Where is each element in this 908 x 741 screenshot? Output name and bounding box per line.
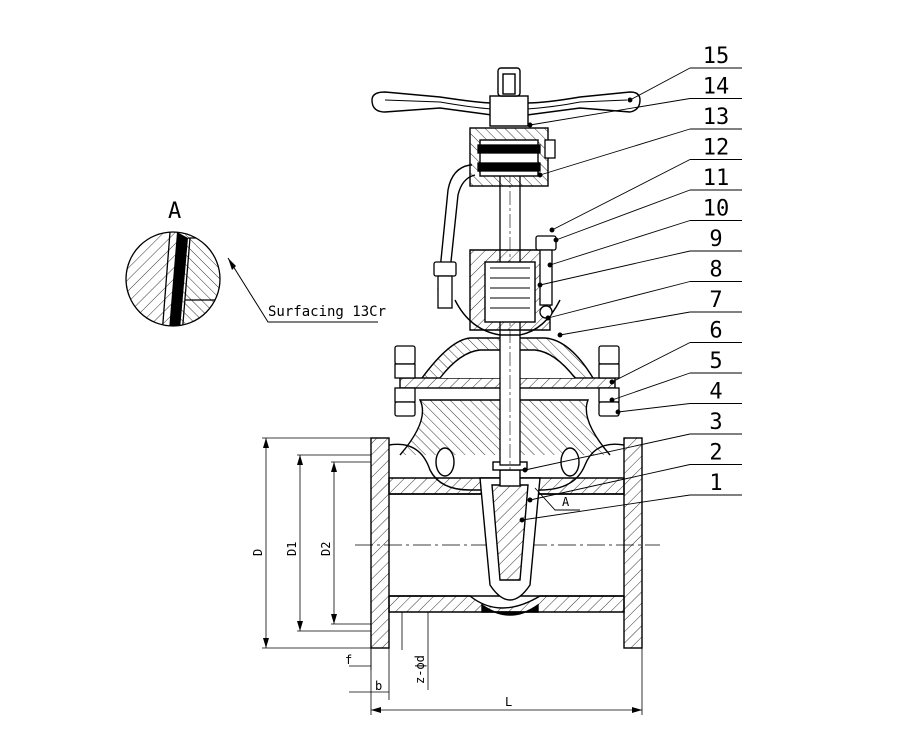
callout-leader-8 — [547, 281, 691, 319]
callout-labels: 15 14 13 12 11 10 9 8 7 6 5 4 3 2 1 — [703, 44, 730, 496]
callout-dot-1 — [519, 517, 525, 523]
callout-label-13: 13 — [703, 105, 730, 130]
svg-text:A: A — [562, 495, 570, 509]
detail-title: A — [168, 199, 181, 224]
callout-dot-13 — [537, 172, 543, 178]
callout-dot-11 — [553, 237, 559, 243]
callout-leader-13 — [539, 128, 691, 176]
callout-leaders — [519, 67, 742, 523]
dim-l-label: L — [505, 695, 512, 709]
dim-z-d-label: z-ϕd — [413, 655, 427, 684]
callout-label-12: 12 — [703, 136, 730, 161]
dimension-arrows — [263, 438, 642, 713]
callout-dot-5 — [609, 397, 615, 403]
callout-dot-10 — [547, 262, 553, 268]
section-marker-a: A — [534, 487, 580, 511]
callout-label-2: 2 — [709, 441, 722, 466]
callout-label-9: 9 — [709, 227, 722, 252]
handwheel — [371, 67, 641, 127]
dim-f-label: f — [345, 653, 352, 667]
dimension-lines — [262, 437, 643, 715]
callout-label-6: 6 — [709, 319, 722, 344]
body-bonnet-bolts — [394, 345, 620, 417]
callout-label-7: 7 — [709, 288, 722, 313]
callout-dot-14 — [527, 122, 533, 128]
callout-dot-12 — [549, 227, 555, 233]
callout-leader-1 — [521, 494, 691, 521]
valve-body — [355, 337, 660, 649]
callout-label-1: 1 — [709, 471, 722, 496]
callout-leader-9 — [539, 250, 691, 286]
callout-leader-14 — [529, 98, 691, 126]
dim-d-label: D — [251, 549, 265, 556]
gland-bolts — [433, 235, 557, 319]
callout-leader-2 — [529, 464, 691, 501]
callout-dot-9 — [537, 282, 543, 288]
callout-dot-8 — [545, 315, 551, 321]
callout-dot-6 — [609, 379, 615, 385]
callout-label-5: 5 — [709, 349, 722, 374]
callout-leader-6 — [611, 342, 691, 383]
callout-dot-7 — [557, 332, 563, 338]
callout-label-10: 10 — [703, 197, 730, 222]
callout-leader-3 — [524, 433, 691, 471]
surfacing-note: Surfacing 13Cr — [268, 304, 386, 320]
callout-dot-3 — [522, 467, 528, 473]
callout-leader-11 — [555, 189, 691, 241]
callout-leader-7 — [559, 311, 691, 336]
callout-leader-12 — [551, 159, 691, 231]
dim-b-label: b — [375, 679, 382, 693]
callout-dot-15 — [627, 97, 633, 103]
callout-label-15: 15 — [703, 44, 730, 69]
callout-label-14: 14 — [703, 75, 730, 100]
callout-dot-4 — [615, 409, 621, 415]
callout-label-3: 3 — [709, 410, 722, 435]
callout-label-11: 11 — [703, 166, 730, 191]
dim-d1-label: D1 — [285, 542, 299, 556]
callout-leader-4 — [617, 403, 691, 413]
callout-leader-5 — [611, 372, 691, 401]
callout-dot-2 — [527, 497, 533, 503]
callout-leader-10 — [549, 220, 691, 266]
callout-label-4: 4 — [709, 380, 722, 405]
detail-a: A Surfacing 13Cr — [125, 199, 386, 327]
gate-wedge — [479, 461, 541, 616]
callout-label-8: 8 — [709, 258, 722, 283]
yoke-nut — [477, 139, 556, 172]
callout-leader-15 — [629, 67, 691, 101]
dim-d2-label: D2 — [319, 542, 333, 556]
